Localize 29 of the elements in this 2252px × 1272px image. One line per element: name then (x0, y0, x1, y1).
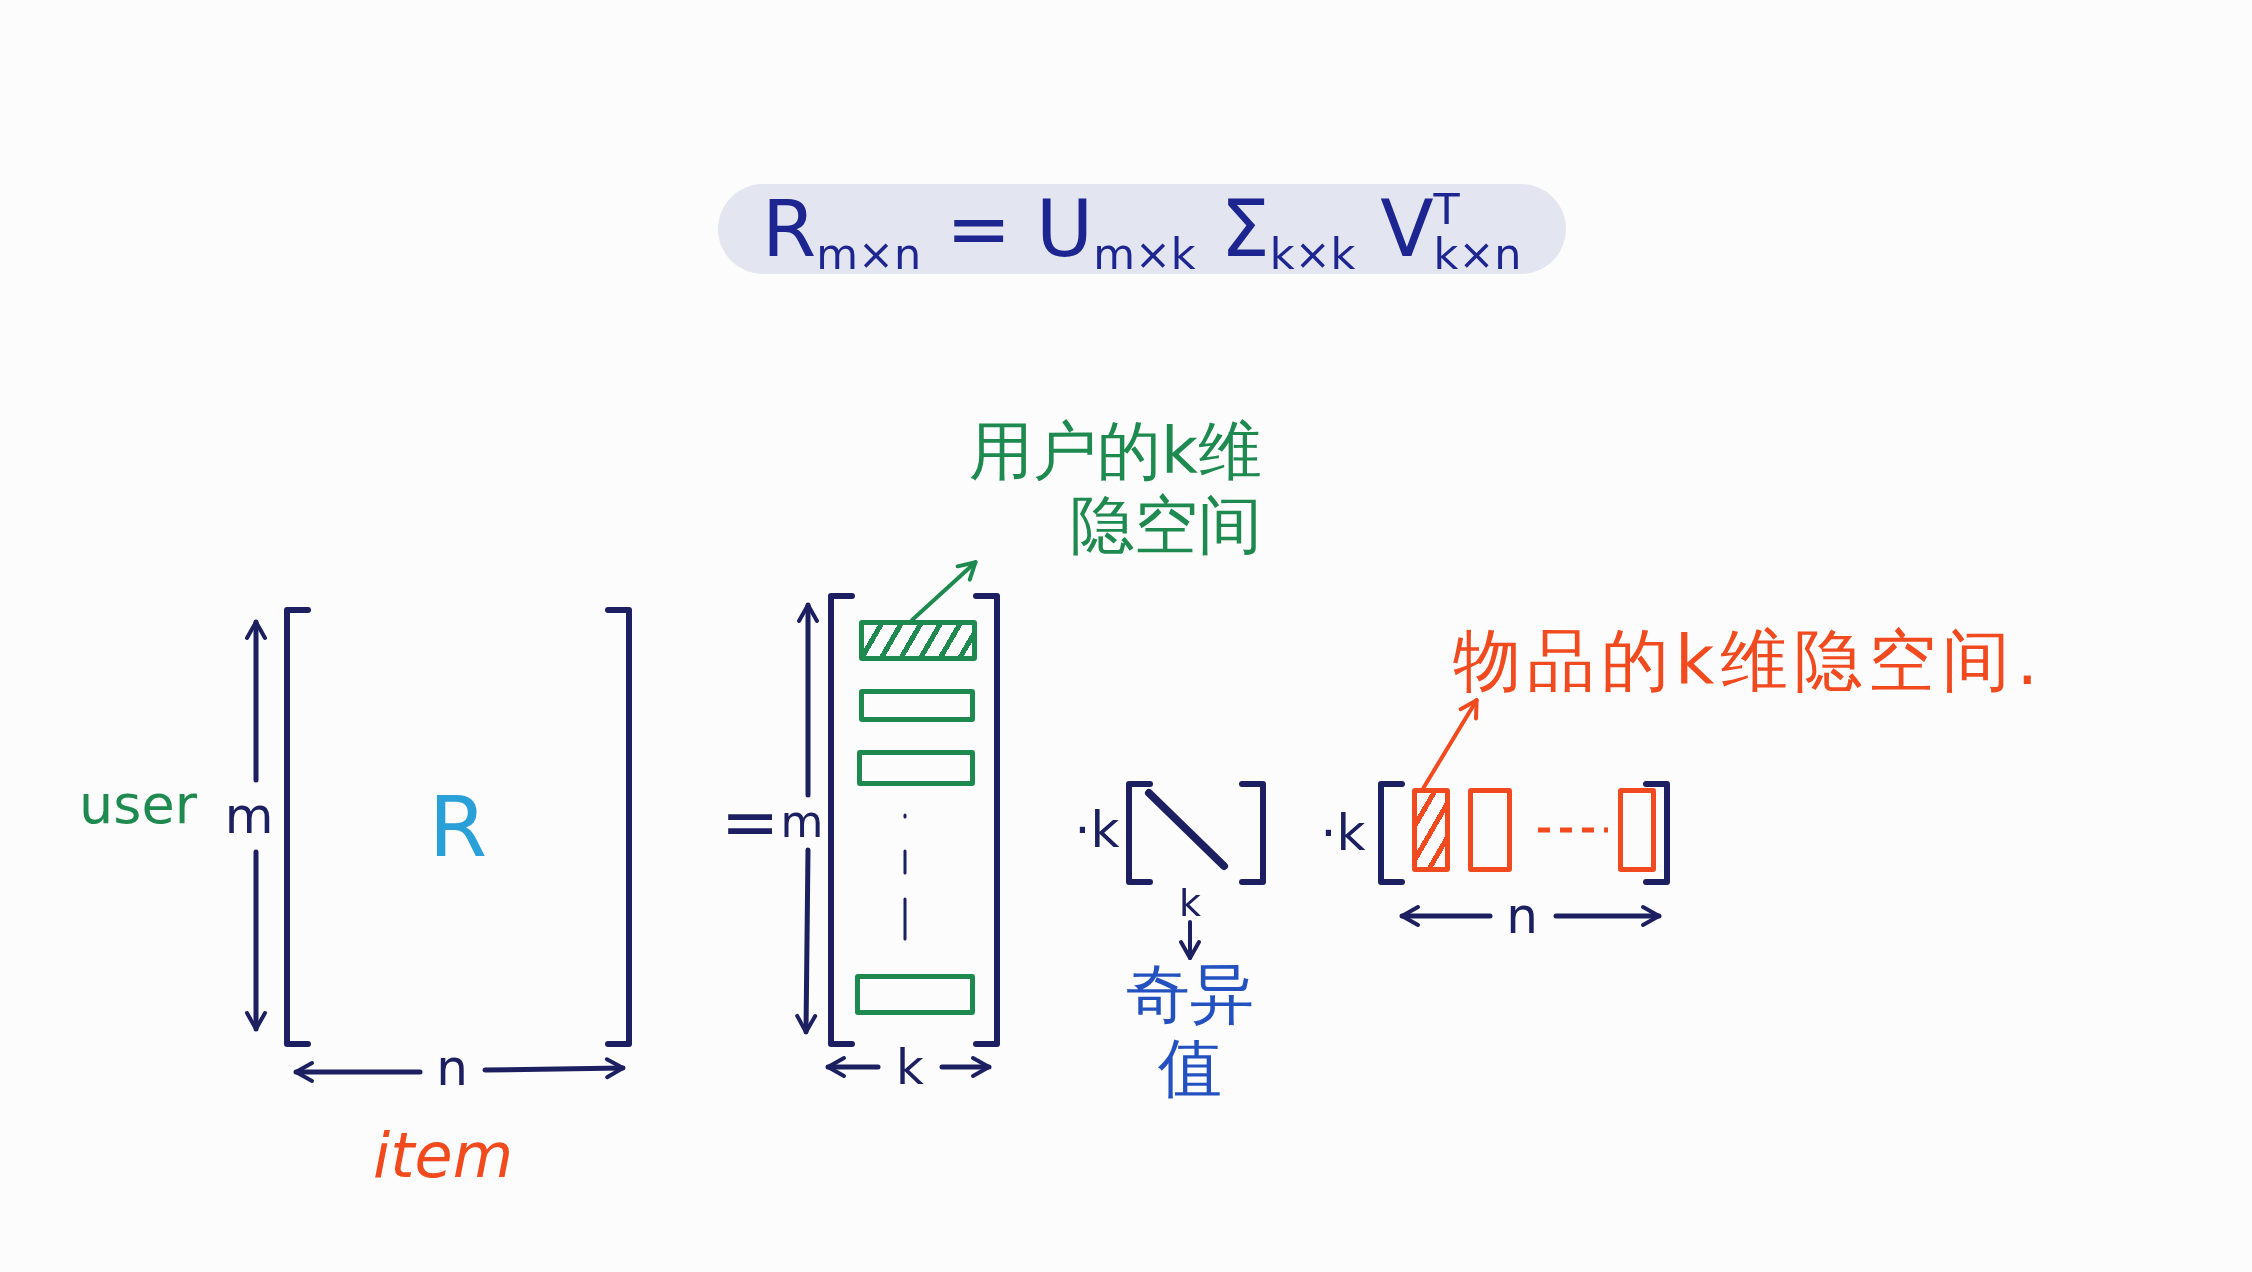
matrix-column (1468, 788, 1512, 872)
annotation-text: 物品的k维隐空间. (1453, 622, 2044, 701)
dimension-label: k (896, 1043, 924, 1091)
matrix-row (855, 974, 975, 1015)
dimension-label: n (1506, 891, 1538, 941)
leader-arrow (1421, 698, 1479, 790)
matrix-bracket (826, 592, 1002, 1048)
matrix-name: R (428, 785, 488, 869)
axis-label: user (79, 778, 197, 832)
axis-label: item (372, 1125, 514, 1187)
dimension-label: ·k (1074, 805, 1120, 855)
matrix-row (857, 750, 975, 786)
matrix-bracket (282, 606, 634, 1048)
dimension-label: m (224, 791, 274, 841)
leader-arrow (910, 560, 978, 622)
dimension-label: ·k (1320, 808, 1366, 858)
annotation-text: 奇异值 (1120, 958, 1260, 1106)
hatched-row (859, 620, 977, 661)
dimension-label: m (780, 800, 824, 844)
dimension-label: k (1179, 884, 1201, 922)
equals-sign: = (720, 787, 780, 857)
matrix-column (1618, 788, 1656, 872)
matrix-row (859, 689, 975, 722)
hatched-column (1412, 788, 1450, 872)
matrix-bracket (1376, 780, 1672, 886)
matrix-bracket (1124, 780, 1268, 886)
arrow (1179, 920, 1201, 960)
dimension-label: n (436, 1043, 468, 1093)
annotation-text: 用户的k维隐空间 (962, 415, 1262, 563)
